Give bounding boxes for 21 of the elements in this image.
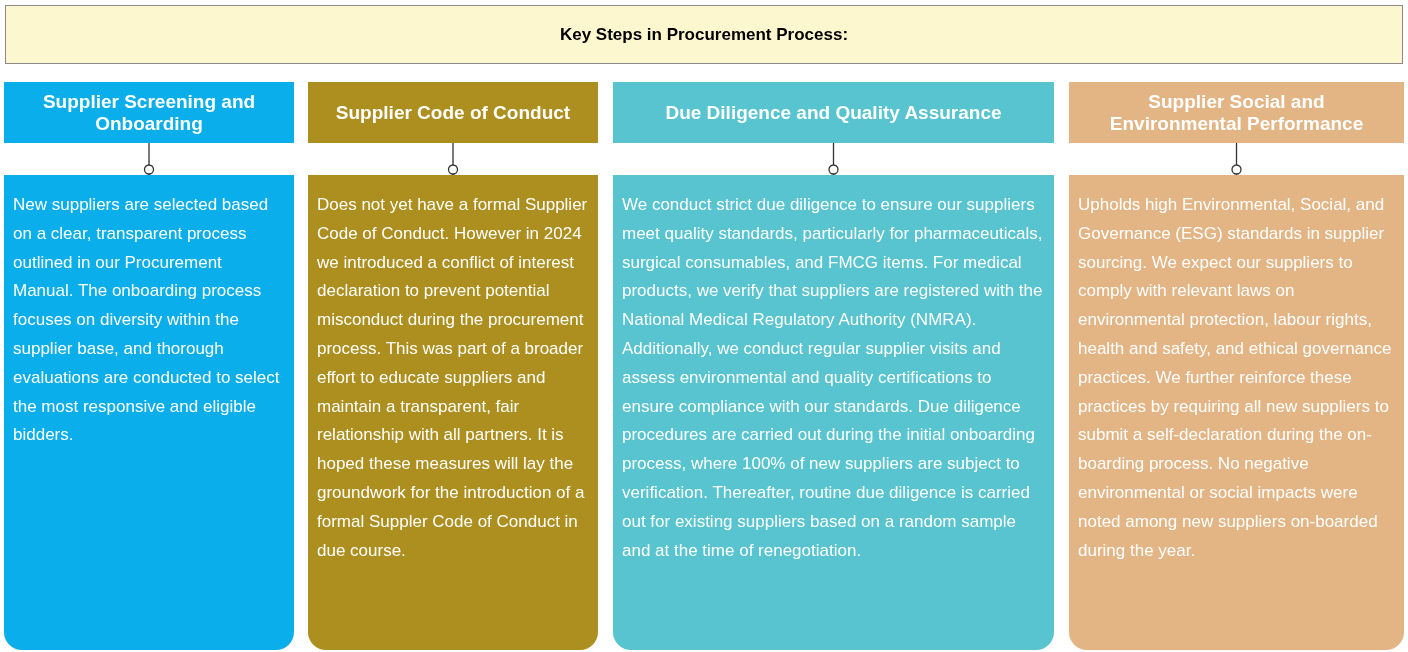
header-box [1069,82,1404,143]
connector-line [143,142,155,176]
header-text: Supplier Screening and Onboarding [41,90,257,135]
body-text: Upholds high Environmental, Social, and Governance (ESG) standards in supplier sourcing. We expect our suppliers to comply with relevant laws on environmental protection, labour rights, health and safety, and ethical governance practices. We further reinforce these practices by requiring all new suppliers to submit a self-declaration during the on-boarding process. No negative environmental or social impacts were noted among new suppliers on-boarded during the year. [1078,194,1393,562]
header-text: Due Diligence and Quality Assurance [665,101,1002,124]
header-text: Supplier Code of Conduct [335,101,571,124]
header-box [4,82,294,143]
connector-line [447,142,459,176]
title-banner: Key Steps in Procurement Process: [5,5,1403,64]
content-card [4,175,294,650]
body-text: New suppliers are selected based on a clear, transparent process outlined in our Procurement Manual. The onboarding process focuses on diversity within the supplier base, and thorough evaluations are conducted to select the most responsive and eligible bidders. [13,194,281,447]
header-text: Supplier Social and Environmental Performance [1108,90,1365,135]
content-card [1069,175,1404,650]
body-text: Does not yet have a formal Supplier Code of Conduct. However in 2024 we introduced a conflict of interest declaration to prevent potential misconduct during the procurement process. This was part of a broader effort to educate suppliers and maintain a transparent, fair relationship with all partners. It is hoped these measures will lay the groundwork for the introduction of a formal Suppler Code of Conduct in due course. [317,194,589,562]
connector-line [828,142,839,176]
header-box [613,82,1054,143]
connector-line [1231,142,1242,176]
header-box [308,82,598,143]
content-card [613,175,1054,650]
body-text: We conduct strict due diligence to ensure our suppliers meet quality standards, particularly for pharmaceuticals, surgical consumables, and FMCG items. For medical products, we verify that suppliers are registered with the National Medical Regulatory Authority (NMRA). Additionally, we conduct regular supplier visits and assess environmental and quality certifications to ensure compliance with our standards. Due diligence procedures are carried out during the initial onboarding process, where 100% of new suppliers are subject to verification. Thereafter, routine due diligence is carried out for existing suppliers based on a random sample and at the time of renegotiation. [622,194,1044,562]
content-card [308,175,598,650]
